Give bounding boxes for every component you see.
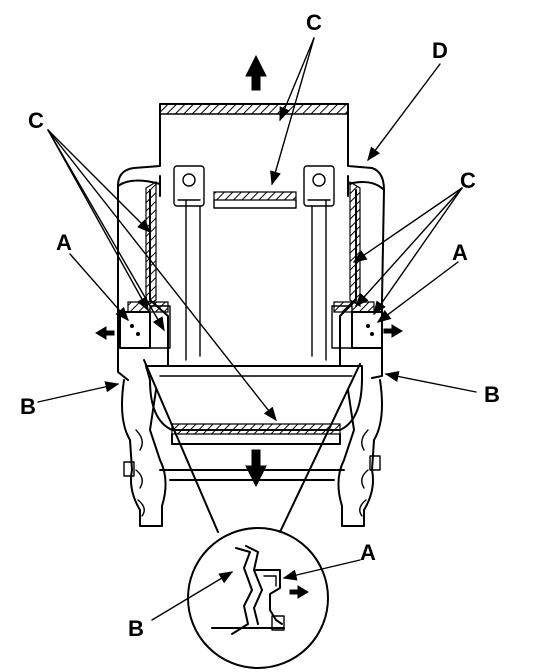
seat-back-outline [117,103,385,381]
callout-c-right: C [460,168,476,193]
arrow-right-icon [383,324,403,338]
arrow-up-icon [245,54,267,91]
detail-leader-right [279,363,361,533]
callout-c-top: C [306,10,322,35]
callout-a-right: A [452,240,468,265]
arrow-left-icon [95,326,115,340]
callout-b-left: B [20,394,36,419]
seat-base [121,379,383,527]
detail-leader-left [143,359,219,533]
headrest-guide-left [173,165,205,207]
callout-a-left: A [56,230,72,255]
arrow-down-icon [245,449,267,488]
bracket-left [119,301,171,349]
detail-inset [187,527,329,669]
callout-d: D [432,38,448,63]
leader-lines [37,37,477,621]
arrow-right-detail-icon [289,585,309,599]
callout-a-detail: A [360,540,376,565]
callout-b-right: B [484,382,500,407]
callout-c-left: C [28,108,44,133]
callout-b-detail: B [128,616,144,641]
seat-cushion-frame [145,365,363,445]
headrest-guide-right [303,165,335,207]
